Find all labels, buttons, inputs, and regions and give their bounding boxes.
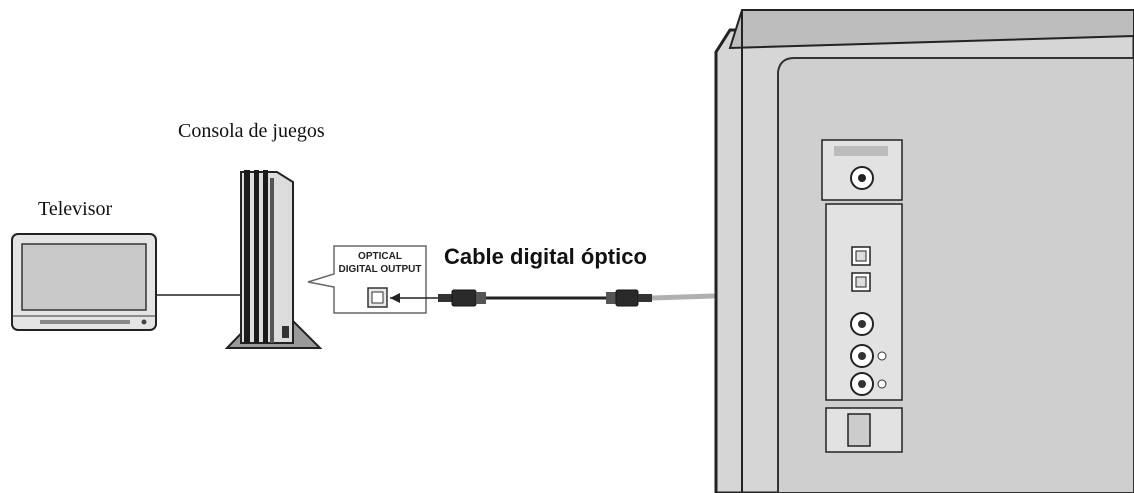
plug-left-body [451, 289, 477, 307]
optical-output-label-line2: DIGITAL OUTPUT [338, 264, 422, 275]
connect-arrow [390, 293, 438, 303]
television [11, 233, 157, 331]
console-stripe-3 [263, 170, 268, 343]
antenna-jack-pin [858, 174, 866, 182]
plug-right-body [615, 289, 639, 307]
plug-left-tip [438, 294, 452, 302]
tv-control-strip [40, 320, 130, 324]
antenna-label-plate [834, 146, 888, 156]
console-stripe-4 [270, 178, 274, 343]
receiver-back-panel [714, 9, 1134, 493]
optical-output-label-line1: OPTICAL [358, 251, 402, 262]
console-stripe-2 [254, 170, 259, 343]
optical-output-label: OPTICAL DIGITAL OUTPUT [334, 250, 426, 276]
dock-connector [847, 413, 871, 447]
optical-port-socket [371, 291, 384, 304]
tv-power-dot [141, 319, 147, 325]
cable-label: Cable digital óptico [444, 244, 647, 269]
plug-right-tip [638, 294, 652, 302]
input-section [825, 203, 903, 401]
receiver-top-edge [728, 9, 1134, 50]
tv-screen [21, 243, 147, 311]
tv-label: Televisor [38, 198, 113, 220]
console-label: Consola de juegos [178, 120, 325, 142]
game-console [224, 170, 323, 349]
console-stripe-1 [244, 170, 250, 343]
plug-left-collar [476, 292, 486, 304]
plug-right-collar [606, 292, 616, 304]
console-port-block [282, 326, 289, 338]
